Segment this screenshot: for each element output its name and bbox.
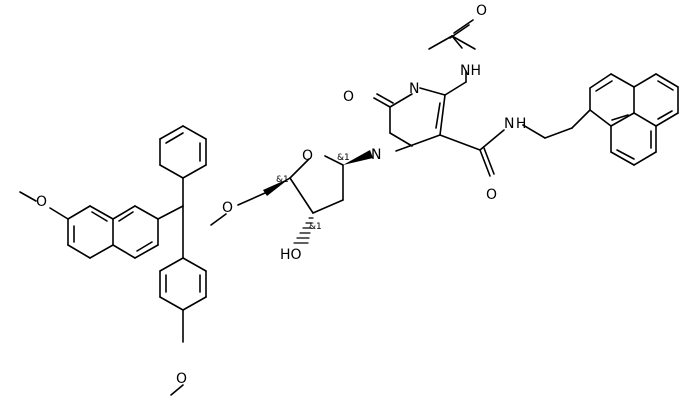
hashed-bond <box>293 217 314 244</box>
atom-o-c2: O <box>343 89 354 105</box>
atom-o-methoxy-top: O <box>36 194 47 210</box>
atom-o-acetyl: O <box>476 3 487 19</box>
stereo-labels: &1 &1 &1 <box>276 153 350 232</box>
stereo-label-c3: &1 <box>309 222 322 232</box>
atom-ho-3: HO <box>280 247 302 263</box>
stereo-label-c4: &1 <box>276 175 289 185</box>
atom-n-ring1: N <box>371 147 381 163</box>
bonds <box>19 19 679 396</box>
atom-o-methoxy-bottom: O <box>176 371 187 387</box>
atom-nh-amide: N H <box>504 116 526 132</box>
atom-nh-acetyl: NH <box>460 63 481 79</box>
atom-labels: O NH N O N O N H O O HO O O <box>36 3 526 387</box>
stereo-label-c1: &1 <box>337 153 350 163</box>
atom-n-ring3: N <box>409 81 419 97</box>
stereo-wedges <box>263 150 373 196</box>
atom-o-amide: O <box>486 187 497 203</box>
atom-o-dmt: O <box>222 200 233 216</box>
atom-o-sugar: O <box>302 148 313 164</box>
